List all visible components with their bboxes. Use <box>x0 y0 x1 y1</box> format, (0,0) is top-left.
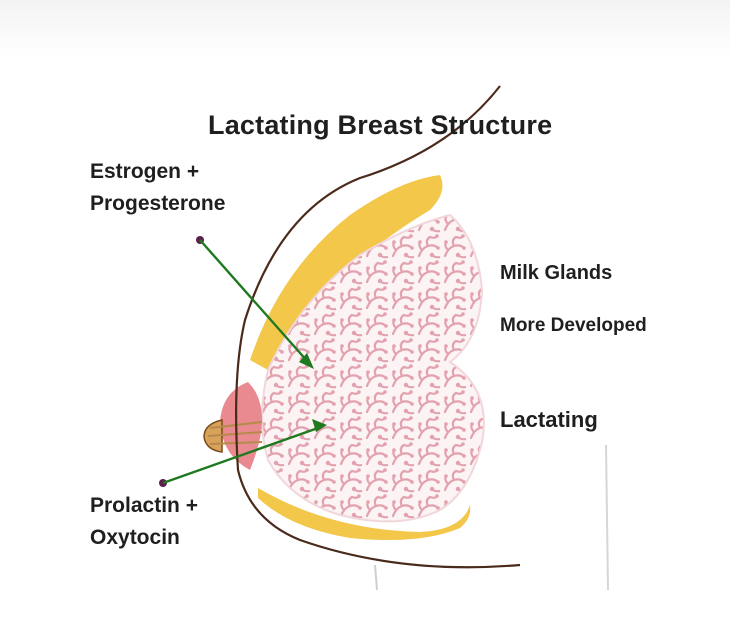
diagram-title: Lactating Breast Structure <box>208 110 553 140</box>
label-prolactin-oxytocin: Prolactin + Oxytocin <box>90 490 198 554</box>
label-estrogen: Estrogen + <box>90 160 200 183</box>
label-prolactin: Prolactin + <box>90 494 198 517</box>
label-lactating: Lactating <box>500 407 598 432</box>
label-oxytocin: Oxytocin <box>90 526 180 549</box>
areola <box>220 382 262 470</box>
label-progesterone: Progesterone <box>90 192 226 215</box>
stand-line-right <box>605 444 609 591</box>
arrow-estrogen <box>199 239 309 363</box>
arrow-prolactin <box>162 426 319 485</box>
stand-line-left <box>374 564 378 591</box>
skin-outline <box>235 85 521 569</box>
fat-layer-bottom <box>258 488 471 541</box>
milk-glands-area <box>261 213 485 523</box>
label-milk-glands: Milk Glands <box>500 262 613 284</box>
top-band <box>0 0 730 58</box>
label-estrogen-progesterone: Estrogen + Progesterone <box>90 156 225 220</box>
fat-layer-top <box>250 175 443 370</box>
label-more-developed: More Developed <box>500 315 647 336</box>
